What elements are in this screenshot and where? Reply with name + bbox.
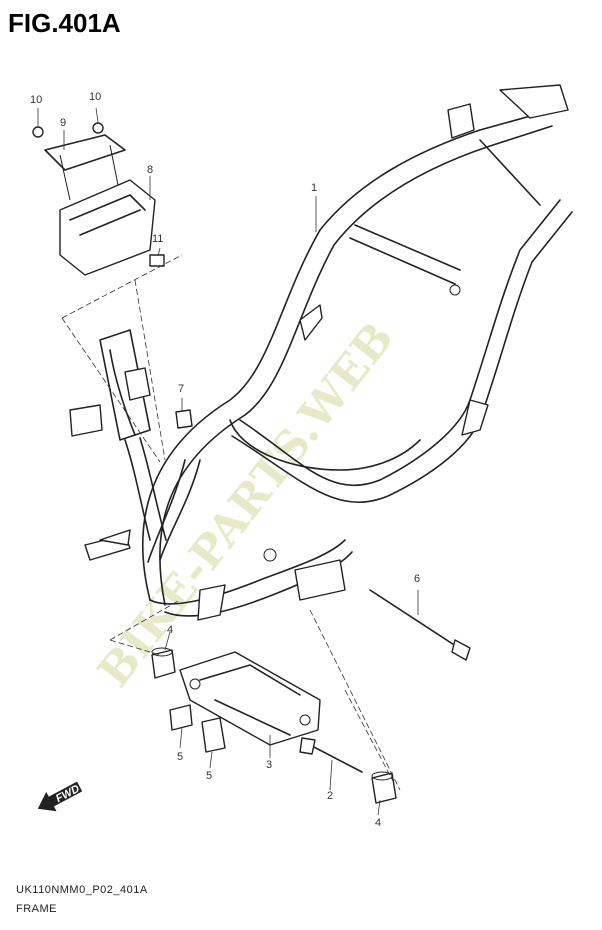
figure-name: FRAME <box>16 903 57 915</box>
callout-2: 2 <box>327 790 333 802</box>
bushing-lower <box>371 771 397 804</box>
fwd-label: FWD <box>54 783 82 805</box>
main-frame <box>84 84 573 621</box>
head-tube-bracket <box>69 329 167 541</box>
short-bolt <box>299 737 363 773</box>
small-bolt <box>149 254 165 267</box>
engine-mount-bracket <box>179 651 321 746</box>
callout-10-right: 10 <box>89 91 101 103</box>
callout-10-left: 10 <box>30 94 42 106</box>
nut-right <box>92 122 104 134</box>
callout-6: 6 <box>414 573 420 585</box>
bushing-upper <box>151 647 176 679</box>
fwd-direction-arrow: FWD <box>37 781 83 812</box>
callout-5-right: 5 <box>206 770 212 782</box>
stopper-a <box>169 704 193 731</box>
callout-3: 3 <box>266 759 272 771</box>
callout-4-upper: 4 <box>167 624 173 636</box>
callout-11: 11 <box>152 233 163 245</box>
figure-code: UK110NMM0_P02_401A <box>16 884 148 896</box>
callout-5-left: 5 <box>177 751 183 763</box>
callout-4-lower: 4 <box>375 817 381 829</box>
callout-7: 7 <box>178 383 184 395</box>
long-bolt <box>369 589 471 661</box>
nut-left <box>32 126 44 138</box>
stopper-b <box>201 717 226 753</box>
callout-9: 9 <box>60 117 66 129</box>
battery-holder-bracket <box>44 134 156 276</box>
callout-8: 8 <box>147 164 153 176</box>
figure-title: FIG.401A <box>8 8 121 38</box>
callout-1: 1 <box>311 182 317 194</box>
grommet <box>175 409 193 429</box>
